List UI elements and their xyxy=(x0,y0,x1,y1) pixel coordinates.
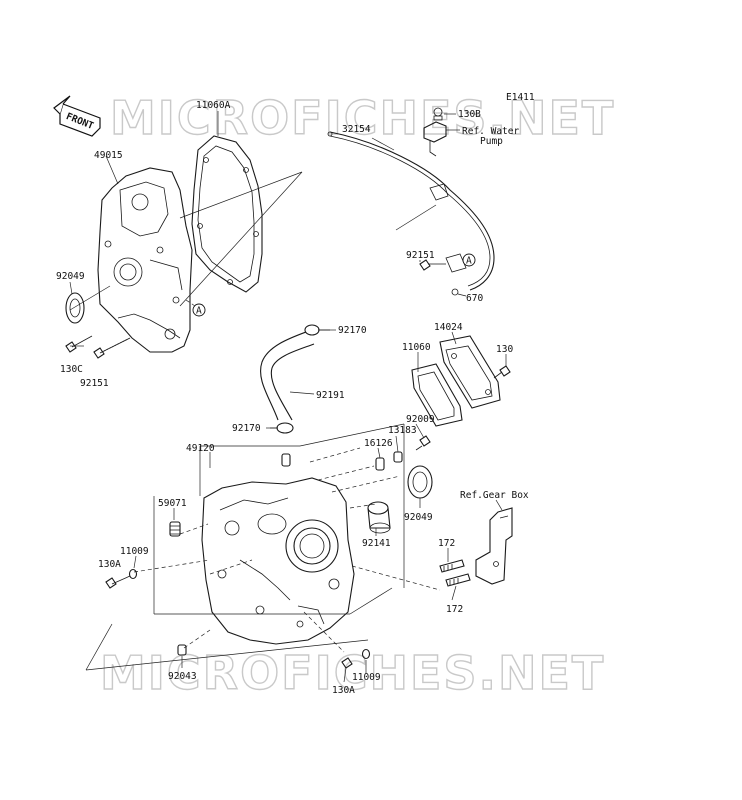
label-ref-gear-box: Ref.Gear Box xyxy=(460,490,529,501)
bolt-130A-bottom xyxy=(341,657,353,669)
label-130C: 130C xyxy=(60,364,83,375)
gasket-11060A xyxy=(191,135,263,293)
label-670: 670 xyxy=(466,293,483,304)
cover-14024 xyxy=(439,335,501,409)
label-92141: 92141 xyxy=(362,538,391,549)
bolt-130 xyxy=(493,365,511,379)
label-11060: 11060 xyxy=(402,342,431,353)
label-130A-bottom: 130A xyxy=(332,685,355,696)
crankcase-cover-49120 xyxy=(201,477,355,645)
label-130: 130 xyxy=(496,344,513,355)
label-130B: 130B xyxy=(458,109,481,120)
label-11009-bottom: 11009 xyxy=(352,672,381,683)
stud-172-bottom xyxy=(445,573,471,587)
label-92049-bottom: 92049 xyxy=(404,512,433,523)
label-ref-water-pump-1: Ref. Water xyxy=(462,126,519,137)
label-49015: 49015 xyxy=(94,150,123,161)
label-92170-top: 92170 xyxy=(338,325,367,336)
gasket-11060 xyxy=(411,363,463,427)
plug-92009 xyxy=(415,435,431,451)
gear-box-bracket xyxy=(475,499,513,585)
bolt-92151-left xyxy=(93,337,131,359)
label-92170-mid: 92170 xyxy=(232,423,261,434)
label-172-top: 172 xyxy=(438,538,455,549)
label-92191: 92191 xyxy=(316,390,345,401)
front-arrow-icon: FRONT xyxy=(53,95,101,137)
fitting-top-crankcase xyxy=(281,453,291,467)
oring-11009-left xyxy=(128,568,138,580)
label-92151-right: 92151 xyxy=(406,250,435,261)
timing-cover-49015 xyxy=(97,167,193,353)
callout-a-right: A xyxy=(462,253,476,267)
bolt-130C xyxy=(65,335,93,353)
pipe-clamp-lower xyxy=(445,253,467,296)
bolt-130A-left xyxy=(105,575,131,589)
bushing-92141 xyxy=(367,501,391,534)
label-32154: 32154 xyxy=(342,124,371,135)
oil-seal-92049-top xyxy=(65,292,85,324)
hose-92191 xyxy=(260,331,315,421)
callout-a-right-label: A xyxy=(466,256,472,267)
banjo-fitting-top xyxy=(423,107,447,157)
label-11009-left: 11009 xyxy=(120,546,149,557)
label-59071: 59071 xyxy=(158,498,187,509)
oil-seal-92049-bottom xyxy=(407,465,433,499)
label-130A-left: 130A xyxy=(98,559,121,570)
pipe-clamp-mid xyxy=(395,183,449,231)
label-92043: 92043 xyxy=(168,671,197,682)
callout-a-left: A xyxy=(185,299,206,317)
label-49120: 49120 xyxy=(186,443,215,454)
diagram-code: E1411 xyxy=(506,92,535,103)
label-11060A: 11060A xyxy=(196,100,231,111)
breather-59071 xyxy=(169,521,181,537)
stud-172-top xyxy=(439,559,465,573)
dowel-pin-16126 xyxy=(375,457,385,471)
callout-a-left-label: A xyxy=(196,306,202,317)
label-92009: 92009 xyxy=(406,414,435,425)
label-172-bottom: 172 xyxy=(446,604,463,615)
label-13183: 13183 xyxy=(388,425,417,436)
bolt-92151-right xyxy=(419,259,446,271)
label-92151-left: 92151 xyxy=(80,378,109,389)
dowel-92043 xyxy=(177,644,187,656)
label-ref-water-pump-2: Pump xyxy=(480,136,503,147)
label-14024: 14024 xyxy=(434,322,463,333)
label-92049-top: 92049 xyxy=(56,271,85,282)
label-16126: 16126 xyxy=(364,438,393,449)
oil-pipe-32154 xyxy=(327,131,495,291)
dowel-13183 xyxy=(393,451,403,463)
watermark-top: MICROFICHES.NET xyxy=(110,91,615,145)
oring-11009-bottom xyxy=(361,648,371,660)
